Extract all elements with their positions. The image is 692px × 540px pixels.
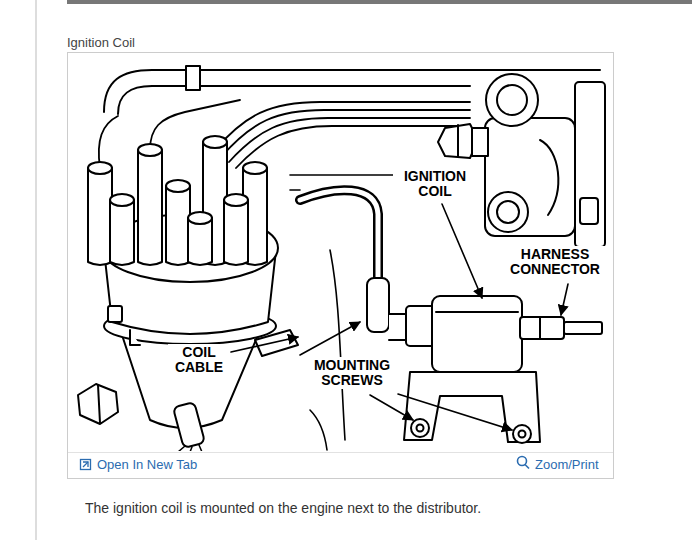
fitting [488,192,528,232]
coil-cable [300,190,378,282]
coil-cable [300,190,378,282]
leader-line [561,284,568,315]
top-bar [67,0,692,4]
ignition-coil-drawing [436,311,518,313]
open-tab-icon [83,462,88,467]
open-tab-icon [83,462,88,467]
distributor [108,306,122,322]
open-tab-icon [81,460,91,470]
distributor-tower [188,218,212,265]
leader-line [300,322,360,355]
distributor-tower [224,194,248,265]
engine-edge [310,410,327,450]
link-text: Zoom/Print [535,457,599,473]
part-label: HARNESS CONNECTOR [502,246,608,278]
distributor-towers [88,136,267,265]
zoom-icon [525,465,529,469]
plug-wires [99,116,118,168]
leader-line [231,337,298,352]
link-text: Open In New Tab [97,457,197,473]
distributor-tower [203,136,227,148]
part-label: MOUNTING SCREWS [302,357,402,389]
zoom-icon [518,457,527,466]
fitting [457,125,459,157]
fitting [486,74,538,126]
mounting-screw [417,425,424,432]
pickup-connector [78,384,118,424]
leader-line [398,394,512,430]
pickup-connector [78,384,205,451]
page-heading: Ignition Coil [67,35,135,50]
distributor [130,330,140,345]
leader-line [370,395,413,420]
ignition-coil-drawing [404,296,602,442]
distributor-tower [166,180,190,192]
mounting-screw [519,431,526,438]
mounting-screw [513,425,531,443]
hose [186,66,200,90]
engine-edge [330,250,345,440]
pickup-connector [98,385,100,423]
zoom-icon [518,457,530,469]
distributor-tower [224,194,248,206]
ignition-coil-drawing [404,372,540,442]
caption: The ignition coil is mounted on the engi… [85,499,645,517]
distributor-tower [166,186,190,265]
pickup-connector [178,445,202,451]
coil-cable [367,278,389,332]
plug-wires [229,118,470,162]
part-label: IGNITION COIL [393,168,477,200]
ignition-coil-drawing [432,296,522,372]
ignition-coil-drawing [564,322,602,334]
column-border [35,0,37,540]
distributor-tower [224,200,248,265]
distributor-tower [110,194,134,265]
fitting [575,82,605,247]
mounting-screw [411,419,429,437]
fitting [580,198,598,224]
ignition-coil-drawing [520,317,564,339]
part-label: COIL CABLE [168,344,230,376]
fitting [540,140,558,215]
distributor-tower [243,162,267,174]
leader-line [231,204,568,430]
open-tab-icon [81,460,91,470]
engine-edge [290,189,300,191]
distributor-tower [188,212,212,224]
distributor-tower [88,162,112,174]
distributor-tower [110,200,134,265]
footer-divider [68,452,613,453]
distributor-tower [138,144,162,156]
fitting [497,201,519,223]
fitting [438,74,605,247]
plug-wires [236,126,470,168]
plug-wires [150,100,240,150]
pickup-connector [173,402,205,448]
image-panel [68,53,614,479]
distributor [255,330,298,356]
distributor-tower [110,194,134,206]
plug-wires [222,110,470,156]
leader-line [442,204,482,298]
fitting [497,85,527,115]
mounting-screw [411,419,531,443]
fitting [472,128,488,156]
distributor-tower [188,212,212,265]
distributor-tower [138,144,162,265]
distributor-tower [88,162,112,265]
distributor-tower [88,168,112,265]
distributor-tower [166,180,190,265]
distributor-tower [138,150,162,265]
ignition-coil-drawing [539,317,541,339]
coil-cable [300,190,408,340]
fitting [485,118,575,236]
